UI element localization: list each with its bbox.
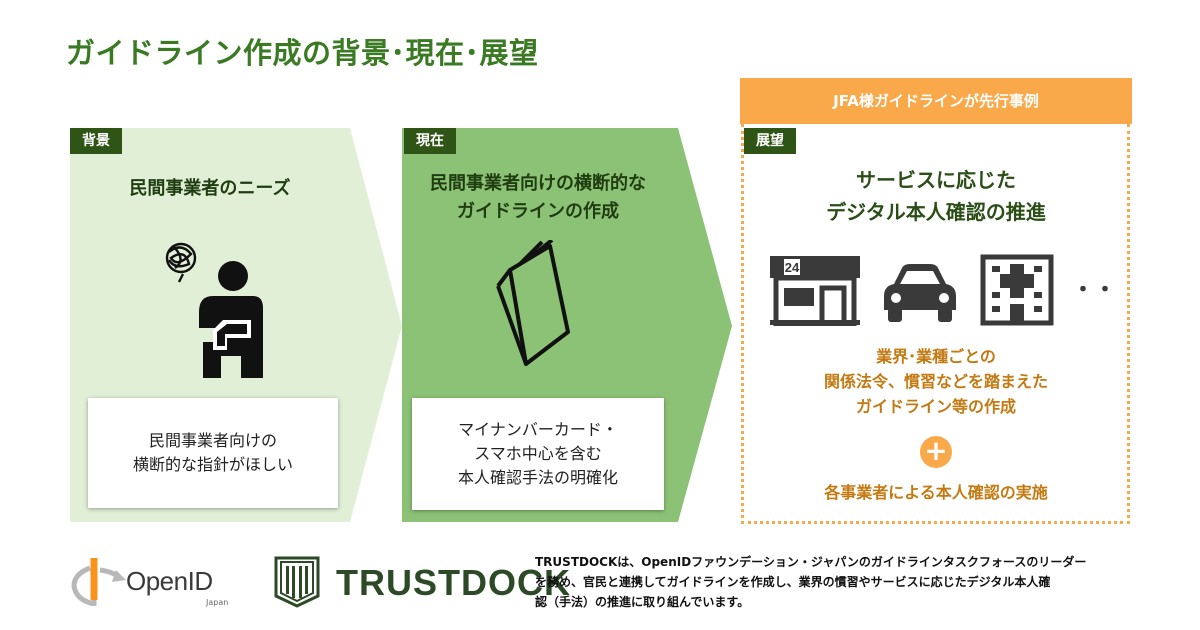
outlook-heading: サービスに応じた デジタル本人確認の推進 xyxy=(744,164,1128,228)
current-heading: 民間事業者向けの横断的な ガイドラインの作成 xyxy=(404,170,672,226)
background-note-line-1: 民間事業者向けの xyxy=(148,431,277,450)
outlook-guideline-line-3: ガイドライン等の作成 xyxy=(855,397,1016,416)
outlook-heading-line-2: デジタル本人確認の推進 xyxy=(826,200,1046,224)
current-note-line-3: 本人確認手法の明確化 xyxy=(457,468,618,487)
background-note-line-2: 横断的な指針がほしい xyxy=(132,455,293,474)
hospital-icon xyxy=(980,254,1054,326)
outlook-bottom-text: 各事業者による本人確認の実施 xyxy=(824,483,1048,502)
current-heading-line-2: ガイドラインの作成 xyxy=(457,201,619,222)
car-icon xyxy=(884,264,956,322)
tag-outlook: 展望 xyxy=(744,128,796,154)
confused-person-icon xyxy=(165,242,263,378)
store-sign-text: 24 xyxy=(785,260,800,275)
trustdock-logo-text: TRUSTDOCK xyxy=(336,562,571,603)
background-heading: 民間事業者のニーズ xyxy=(129,178,291,199)
current-note-box: マイナンバーカード・ スマホ中心を含む 本人確認手法の明確化 xyxy=(412,398,664,510)
trustdock-logo-icon xyxy=(274,556,320,608)
footer-line-3: 認（手法）の推進に取り組んでいます。 xyxy=(535,595,750,609)
current-note-line-2: スマホ中心を含む xyxy=(474,444,602,463)
footer-description: TRUSTDOCKは、OpenIDファウンデーション・ジャパンのガイドラインタス… xyxy=(535,552,1145,612)
outlook-guideline-line-1: 業界･業種ごとの xyxy=(876,347,996,366)
openid-logo-text: OpenID xyxy=(126,566,213,596)
openid-logo-icon xyxy=(71,558,126,606)
outlook-guideline-text: 業界･業種ごとの 関係法令、慣習などを踏まえた ガイドライン等の作成 xyxy=(744,344,1128,419)
tag-background: 背景 xyxy=(70,128,122,154)
footer-line-1: TRUSTDOCKは、OpenIDファウンデーション・ジャパンのガイドラインタス… xyxy=(535,555,1087,569)
precedent-banner: JFA様ガイドラインが先行事例 xyxy=(740,78,1132,124)
background-note-box: 民間事業者向けの 横断的な指針がほしい xyxy=(88,398,338,508)
current-heading-line-1: 民間事業者向けの横断的な xyxy=(430,173,646,194)
outlook-frame xyxy=(741,124,1130,524)
more-ellipsis: ・・ xyxy=(1072,278,1117,303)
current-note-line-1: マイナンバーカード・ xyxy=(458,420,618,439)
openid-logo-sub: Japan xyxy=(206,598,229,607)
outlook-guideline-line-2: 関係法令、慣習などを踏まえた xyxy=(823,372,1048,391)
tag-current: 現在 xyxy=(404,128,456,154)
page-title: ガイドライン作成の背景･現在･展望 xyxy=(66,36,539,70)
outlook-heading-line-1: サービスに応じた xyxy=(856,168,1016,192)
convenience-store-icon: 24 xyxy=(770,256,860,326)
plus-icon: + xyxy=(920,436,952,468)
open-book-icon xyxy=(496,240,570,366)
footer-line-2: を務め、官民と連携してガイドラインを作成し、業界の慣習やサービスに応じたデジタル… xyxy=(535,575,1051,589)
